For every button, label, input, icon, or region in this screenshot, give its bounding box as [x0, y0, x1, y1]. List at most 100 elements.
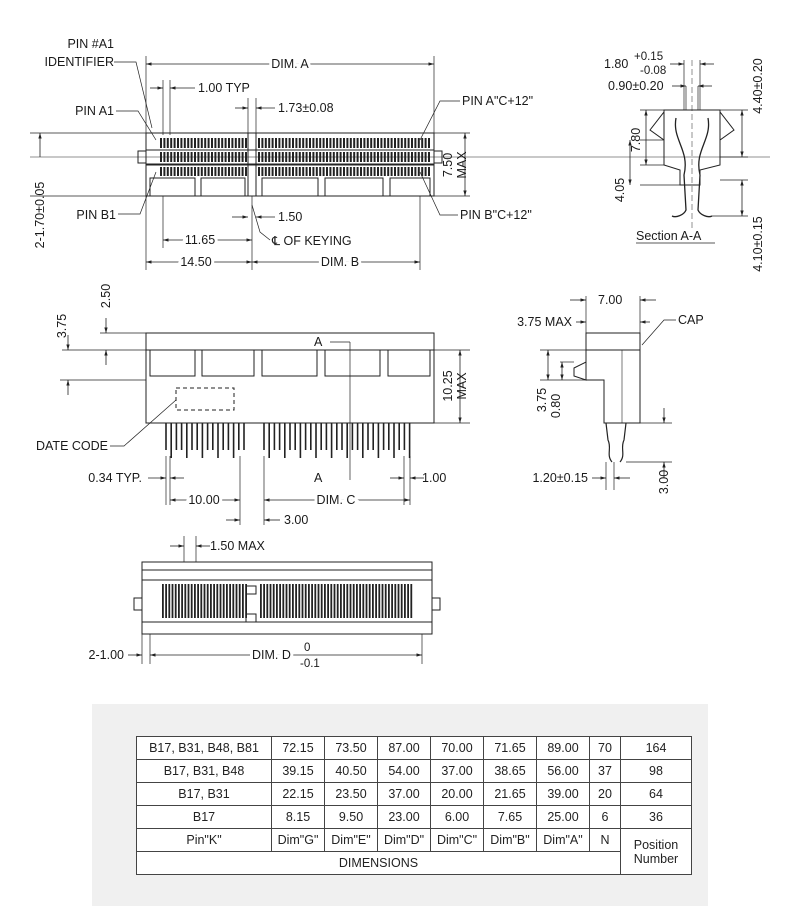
n-cell: 37: [589, 759, 621, 783]
dim-cell: 22.15: [271, 782, 325, 806]
dim-cell: 54.00: [377, 759, 431, 783]
contact-gap-label: 0.90±0.20: [608, 79, 664, 93]
key-width-label: 1.50: [278, 210, 302, 224]
header-dim: Dim"A": [536, 828, 590, 852]
contact-width-label: 1.80: [604, 57, 628, 71]
dim-b-label: DIM. B: [321, 255, 359, 269]
table-footer-row: DIMENSIONS: [136, 851, 692, 875]
offset-label: 1.73±0.08: [278, 101, 334, 115]
position-cell: 64: [620, 782, 692, 806]
header-position-line-2: Number: [633, 851, 679, 866]
side-view: [540, 296, 676, 490]
lead-offset-label: 10.00: [188, 493, 219, 507]
header-pin-k: Pin"K": [136, 828, 272, 852]
pin-a1-identifier-label-1: PIN #A1: [67, 37, 114, 51]
front-height-max-1: 10.25: [441, 370, 455, 401]
dim-d-upper: 0: [304, 642, 310, 654]
pin-k-cell: B17, B31: [136, 782, 272, 806]
dim-d-lower: -0.1: [300, 658, 320, 670]
height-max-label-2: MAX: [455, 151, 469, 179]
slot-depth-label: 3.75: [535, 388, 549, 412]
post-dia-label: 2-1.70±0.05: [33, 182, 47, 249]
dimensions-footer: DIMENSIONS: [136, 851, 621, 875]
section-marker-bottom: A: [314, 471, 323, 485]
dim-cell: 23.00: [377, 805, 431, 829]
pitch-label: 1.00 TYP: [198, 81, 250, 95]
dim-cell: 23.50: [324, 782, 378, 806]
pin-k-cell: B17: [136, 805, 272, 829]
front-height-max-2: MAX: [455, 372, 469, 400]
dim-cell: 7.65: [483, 805, 537, 829]
lead-height-label: 4.05: [613, 178, 627, 202]
height-max-label-1: 7.50: [441, 153, 455, 177]
dim-cell: 70.00: [430, 736, 484, 760]
section-marker-top: A: [314, 335, 323, 349]
front-view: [60, 318, 470, 525]
bottom-view-labels: 1.50 MAX 2-1.00 DIM. D 0 -0.1: [89, 539, 320, 670]
lead-width-label: 0.34 TYP.: [88, 471, 142, 485]
pin-b1-label: PIN B1: [76, 208, 116, 222]
body-height-label: 7.80: [629, 128, 643, 152]
tail-length-label: 4.10±0.15: [751, 216, 765, 272]
header-dim: Dim"G": [271, 828, 325, 852]
post-offset-label: 2-1.00: [89, 648, 124, 662]
pin-b-last-label: PIN B"C+12": [460, 208, 532, 222]
pin-k-cell: B17, B31, B48: [136, 759, 272, 783]
header-dim: Dim"E": [324, 828, 378, 852]
pin-a1-label: PIN A1: [75, 104, 114, 118]
top-view-labels: PIN #A1 IDENTIFIER DIM. A 1.00 TYP PIN A…: [33, 37, 533, 272]
position-cell: 36: [620, 805, 692, 829]
pin-k-cell: B17, B31, B48, B81: [136, 736, 272, 760]
dim-cell: 38.65: [483, 759, 537, 783]
dim-cell: 9.50: [324, 805, 378, 829]
position-cell: 98: [620, 759, 692, 783]
cap-height-label: 3.75 MAX: [517, 315, 573, 329]
bottom-view: [128, 536, 441, 664]
header-dim: Dim"D": [377, 828, 431, 852]
n-cell: 6: [589, 805, 621, 829]
cap-label: CAP: [678, 313, 704, 327]
top-view: [30, 56, 770, 270]
side-width-label: 7.00: [598, 293, 622, 307]
header-n: N: [589, 828, 621, 852]
keying-cl-label: ℄ OF KEYING: [271, 234, 352, 248]
dim-cell: 89.00: [536, 736, 590, 760]
front-view-labels: 2.50 3.75 A 10.25 MAX DATE CODE 0.34 TYP…: [36, 284, 469, 527]
dim-d-label: DIM. D: [252, 648, 291, 662]
top-height-label: 4.40±0.20: [751, 58, 765, 114]
table-header-row: Pin"K"Dim"G"Dim"E"Dim"D"Dim"C"Dim"B"Dim"…: [136, 828, 692, 875]
length-a-label: 14.50: [180, 255, 211, 269]
lead-pitch-label: 1.00: [422, 471, 446, 485]
pin-a-last-label: PIN A"C+12": [462, 94, 533, 108]
standoff-top-label: 2.50: [99, 284, 113, 308]
front-view-body: [145, 332, 435, 424]
dim-cell: 39.00: [536, 782, 590, 806]
header-dim: Dim"C": [430, 828, 484, 852]
dim-cell: 21.65: [483, 782, 537, 806]
dim-cell: 73.50: [324, 736, 378, 760]
section-view: [628, 60, 748, 244]
contact-width-upper: +0.15: [634, 51, 663, 63]
side-view-labels: 7.00 3.75 MAX CAP 3.75 0.80 1.20±0.15 3.…: [517, 293, 704, 494]
dim-cell: 6.00: [430, 805, 484, 829]
bottom-view-pin-rows: [162, 584, 413, 618]
date-code-box: [175, 387, 235, 411]
n-cell: 20: [589, 782, 621, 806]
dim-cell: 56.00: [536, 759, 590, 783]
dim-cell: 25.00: [536, 805, 590, 829]
dim-cell: 8.15: [271, 805, 325, 829]
dim-cell: 37.00: [430, 759, 484, 783]
position-cell: 164: [620, 736, 692, 760]
section-view-labels: 1.80 +0.15 -0.08 0.90±0.20 4.40±0.20 7.8…: [604, 51, 765, 272]
lead-gap-label: 3.00: [284, 513, 308, 527]
date-code-label: DATE CODE: [36, 439, 108, 453]
dim-cell: 87.00: [377, 736, 431, 760]
